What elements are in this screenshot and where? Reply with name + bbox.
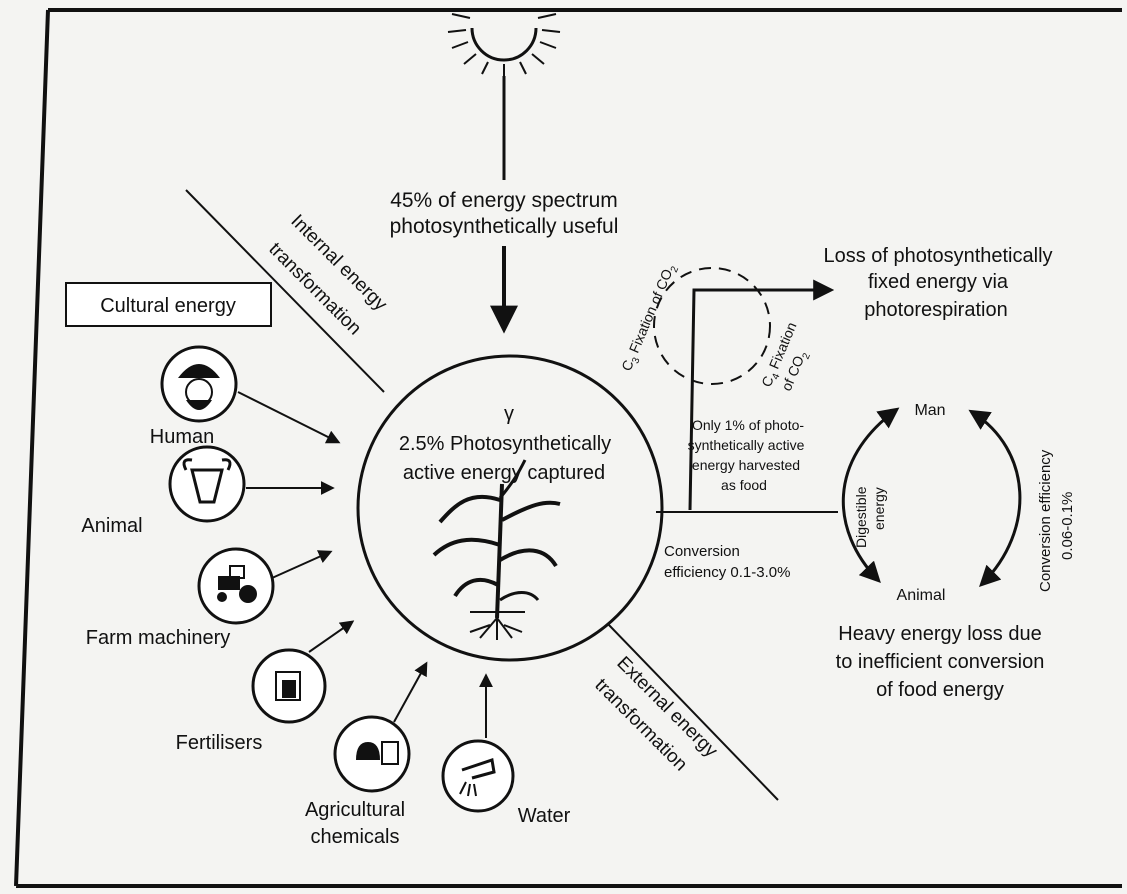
cycle-conversion-label-line2: 0.06-0.1%	[1059, 492, 1076, 560]
conversion-text-line1: Conversion	[664, 543, 740, 560]
farm-machinery-label: Farm machinery	[86, 627, 230, 649]
agri-chemicals-label-line2: chemicals	[311, 826, 400, 848]
fertilisers-label: Fertilisers	[176, 732, 263, 754]
sun-text-line2: photosynthetically useful	[390, 215, 619, 238]
cycle-conversion-label-line1: Conversion efficiency	[1037, 449, 1054, 592]
central-circle	[358, 356, 662, 660]
harvest-text-line4: as food	[721, 477, 767, 493]
human-label: Human	[150, 426, 214, 448]
cultural-energy-label: Cultural energy	[100, 295, 236, 317]
loss-text-line2: fixed energy via	[868, 271, 1009, 293]
cycle-animal-label: Animal	[897, 587, 946, 604]
harvest-text-line1: Only 1% of photo-	[692, 417, 804, 433]
agri-chemicals-label-line1: Agricultural	[305, 799, 405, 821]
center-text-line1: 2.5% Photosynthetically	[399, 433, 611, 455]
harvest-text-line2: synthetically active	[688, 437, 805, 453]
loss-text-line1: Loss of photosynthetically	[823, 245, 1052, 267]
photorespiration-circle	[654, 268, 770, 384]
loss-text-line3: photorespiration	[864, 299, 1007, 321]
heavy-loss-line2: to inefficient conversion	[836, 651, 1045, 673]
conversion-text-line2: efficiency 0.1-3.0%	[664, 564, 790, 581]
farm-machinery-arrow	[272, 552, 330, 578]
conversion-cycle-arrow	[972, 412, 1020, 584]
harvest-text-line3: energy harvested	[692, 457, 800, 473]
water-tap-icon	[443, 741, 513, 811]
digestible-label-line1: Digestible	[853, 486, 869, 548]
tractor-icon	[199, 549, 273, 623]
heavy-loss-line3: of food energy	[876, 679, 1004, 701]
human-arrow	[238, 392, 338, 442]
animal-input-label: Animal	[81, 515, 142, 537]
fertilisers-arrow	[309, 622, 352, 652]
human-icon	[162, 347, 236, 421]
center-text-line2: active energy captured	[403, 462, 605, 484]
chemical-sprayer-icon	[335, 717, 409, 791]
fertiliser-bag-icon	[253, 650, 325, 722]
water-label: Water	[518, 805, 571, 827]
agri-chemicals-arrow	[394, 664, 426, 722]
c3-fixation-label: C3 Fixation of CO2	[618, 261, 681, 375]
heavy-loss-line1: Heavy energy loss due	[838, 623, 1041, 645]
cycle-man-label: Man	[914, 402, 945, 419]
sun-text-line1: 45% of energy spectrum	[390, 189, 618, 212]
center-symbol: γ	[504, 403, 514, 425]
cow-icon	[170, 447, 244, 521]
digestible-arrow	[843, 410, 896, 580]
digestible-label-line2: energy	[871, 487, 887, 530]
sun-icon	[448, 14, 560, 76]
